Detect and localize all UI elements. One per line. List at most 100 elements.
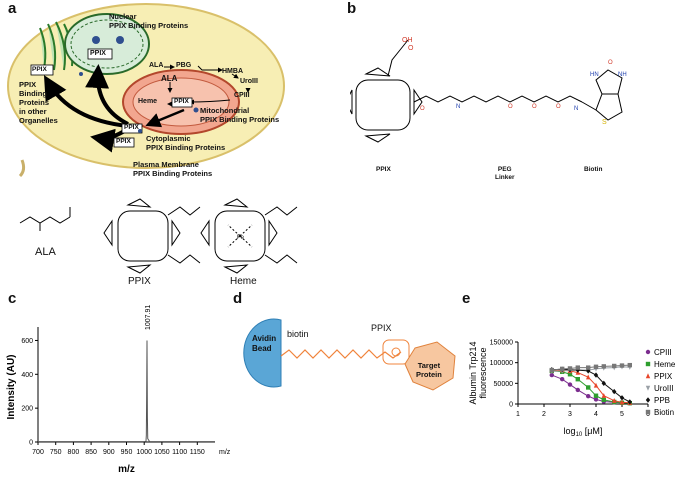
d-biotin-label: biotin xyxy=(287,329,309,339)
svg-text:N: N xyxy=(456,104,460,110)
e-legend-marker xyxy=(645,361,651,367)
e-data-point xyxy=(586,374,591,380)
e-data-point xyxy=(612,397,617,403)
panel-letter-c: c xyxy=(8,290,17,307)
panel-letter-d: d xyxy=(233,290,243,307)
c-y-tick-label: 600 xyxy=(21,338,33,345)
pathway-pbg: PBG xyxy=(176,62,192,69)
pathway-ala: ALA xyxy=(149,62,164,69)
e-legend-marker xyxy=(645,385,651,391)
plasma-label-l1: Plasma Membrane xyxy=(133,160,199,169)
cell-diagram xyxy=(7,3,285,178)
b-biotin-label: Biotin xyxy=(584,166,603,173)
c-x-axis-title: m/z xyxy=(118,464,135,475)
e-y-tick-label: 100000 xyxy=(490,360,513,367)
mito-ala: ALA xyxy=(161,74,178,83)
ala-structure xyxy=(19,216,71,224)
svg-text:NH: NH xyxy=(618,72,627,78)
c-spectrum-line xyxy=(38,340,216,443)
organelles-label-l3: Proteins xyxy=(19,98,50,107)
heme-structure xyxy=(200,198,298,274)
bead-label-l2: Bead xyxy=(252,344,272,353)
svg-text:S: S xyxy=(602,119,607,126)
cyto-label-l2: PPIX Binding Proteins xyxy=(146,143,226,152)
e-data-point xyxy=(627,362,632,368)
e-x-tick-label: 6 xyxy=(646,411,650,418)
e-data-point xyxy=(593,397,599,402)
bead-label-l1: Avidin xyxy=(252,334,277,343)
c-x-tick-label: 950 xyxy=(121,449,133,456)
ppix-structure xyxy=(103,198,201,274)
mito-ppix: PPIX xyxy=(174,98,189,105)
e-data-point xyxy=(619,395,625,401)
e-data-point xyxy=(612,388,617,395)
arrow-to-organelles xyxy=(43,75,129,128)
c-x-tick-label: 800 xyxy=(68,449,80,456)
c-y-axis-title: Intensity (AU) xyxy=(6,355,17,420)
e-data-point xyxy=(575,387,580,393)
e-y-tick-label: 0 xyxy=(509,402,513,409)
svg-text:O: O xyxy=(508,104,513,110)
b-peg-label: PEG Linker xyxy=(495,166,515,182)
mito-label-l1: Mitochondrial xyxy=(200,106,250,115)
e-data-point xyxy=(549,372,554,378)
nuclear-label-line2: PPIX Binding Proteins xyxy=(109,21,189,30)
avidin-bead-schematic xyxy=(243,318,456,391)
e-series-line xyxy=(551,370,630,404)
d-ppix-label: PPIX xyxy=(371,323,392,333)
c-x-tick-label: 1150 xyxy=(190,449,205,456)
e-legend-label: PPB xyxy=(654,396,670,405)
e-x-tick-label: 2 xyxy=(542,411,546,418)
heme-struct-label: Heme xyxy=(230,276,257,287)
nuclear-label: Nuclear PPIX Binding Proteins xyxy=(109,12,188,30)
nucleus-ppix: PPIX xyxy=(90,50,106,57)
e-data-point xyxy=(567,372,573,377)
e-y-tick-label: 150000 xyxy=(490,340,513,347)
e-legend-marker xyxy=(645,349,651,355)
pathway-hmba: HMBA xyxy=(222,68,243,75)
panel-letter-b: b xyxy=(347,0,357,17)
organelles-label-l4: in other xyxy=(19,107,47,116)
b-peg-l2: Linker xyxy=(495,174,515,181)
membrane-ppix: PPIX xyxy=(116,138,131,145)
e-series-line xyxy=(551,369,630,404)
svg-text:N: N xyxy=(574,106,578,112)
e-data-point xyxy=(549,367,554,373)
e-y-axis-title: Albumin Trp214fluorescence xyxy=(468,341,488,404)
e-data-point xyxy=(575,365,580,370)
c-x-tick-label: 900 xyxy=(103,449,115,456)
arrow-from-mito xyxy=(145,108,185,128)
svg-text:O: O xyxy=(608,60,613,66)
target-label: Target Protein xyxy=(416,361,442,379)
svg-text:O: O xyxy=(556,104,561,110)
e-legend-label: PPIX xyxy=(654,372,673,381)
ala-label: ALA xyxy=(35,246,56,258)
target-label-l2: Protein xyxy=(416,370,442,379)
nuclear-label-line1: Nuclear xyxy=(109,12,137,21)
svg-text:O: O xyxy=(420,106,425,112)
cyto-ppix: PPIX xyxy=(124,124,139,131)
mito-label-l2: PPIX Binding Proteins xyxy=(200,115,280,124)
ppix-molecule xyxy=(382,339,410,365)
e-data-point xyxy=(560,377,565,382)
structures-row: Fe xyxy=(19,198,298,274)
c-x-tick-label: 750 xyxy=(50,449,62,456)
c-x-tick-label: 850 xyxy=(85,449,97,456)
plasma-label: Plasma Membrane PPIX Binding Proteins xyxy=(133,160,212,178)
svg-text:O: O xyxy=(532,104,537,110)
c-x-end-label: m/z xyxy=(219,449,231,456)
e-legend-label: Biotin xyxy=(654,408,674,417)
ppix-struct-label: PPIX xyxy=(128,276,151,287)
e-x-tick-label: 1 xyxy=(516,411,520,418)
e-data-point xyxy=(593,372,599,378)
svg-text:O: O xyxy=(408,45,414,52)
organelles-label-l1: PPIX xyxy=(19,80,37,89)
e-legend-label: CPIII xyxy=(654,348,672,357)
e-data-point xyxy=(619,399,625,405)
organelle-ppix: PPIX xyxy=(32,66,47,73)
e-data-point xyxy=(560,366,565,372)
b-ppix-label: PPIX xyxy=(376,166,391,173)
e-data-point xyxy=(593,382,599,388)
e-series-line xyxy=(551,364,630,371)
